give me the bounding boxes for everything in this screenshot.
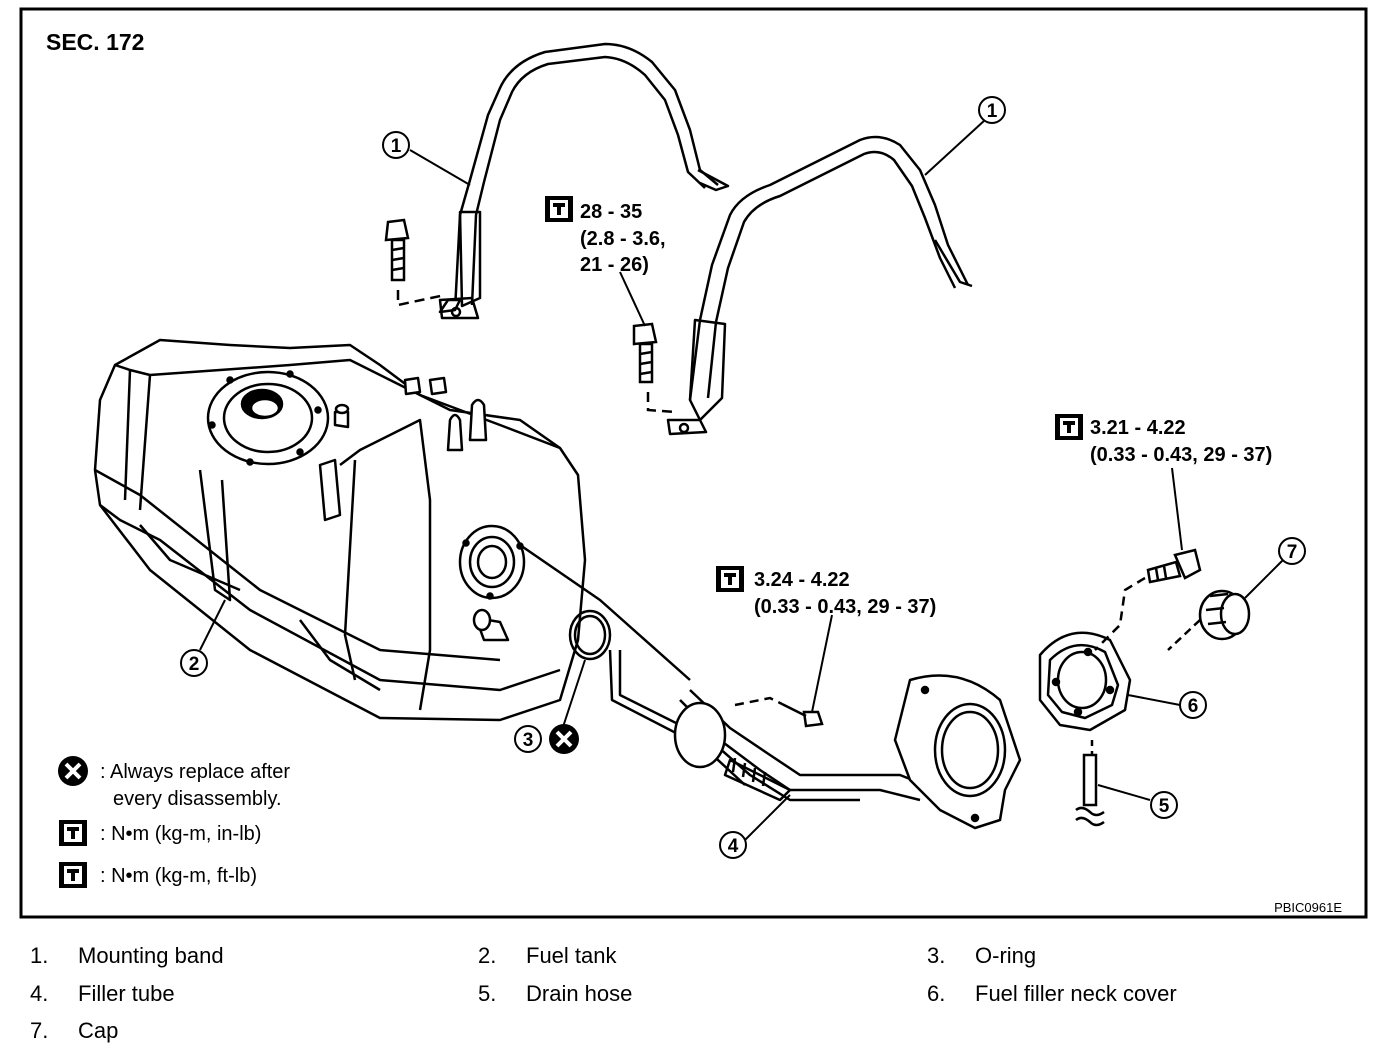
ft-lb-torque-icon — [59, 862, 87, 888]
section-label: SEC. 172 — [46, 29, 144, 55]
legend-num: 1. — [30, 943, 49, 968]
svg-text:3: 3 — [523, 730, 534, 751]
callout-6: 6 — [1179, 691, 1207, 719]
leader-o-ring — [561, 659, 586, 731]
diagram-frame — [19, 7, 1368, 919]
figure-code: PBIC0961E — [1274, 900, 1342, 915]
fuel-tank — [93, 338, 587, 722]
legend-item: 1. Mounting band — [30, 943, 224, 969]
callout-5: 5 — [1150, 791, 1178, 819]
band-bolt-left — [384, 218, 446, 307]
legend-label: O-ring — [975, 943, 1037, 968]
legend-label: Fuel filler neck cover — [975, 981, 1177, 1006]
svg-text:1: 1 — [391, 136, 402, 157]
svg-text:3.24 - 4.22: 3.24 - 4.22 — [754, 569, 850, 591]
in-lb-torque-icon — [716, 566, 744, 592]
torque-spec-neck-cover-bolt: 3.21 - 4.22 (0.33 - 0.43, 29 - 37) — [1055, 414, 1272, 466]
legend-num: 3. — [927, 943, 946, 968]
svg-text:: N•m (kg-m, in-lb): : N•m (kg-m, in-lb) — [100, 823, 261, 845]
cap — [1167, 589, 1251, 651]
torque-spec-band-bolt: 28 - 35 (2.8 - 3.6, 21 - 26) — [545, 196, 666, 276]
mounting-band-rear — [438, 42, 730, 320]
fuel-filler-neck-cover — [1038, 631, 1132, 732]
svg-text:1: 1 — [987, 101, 998, 122]
legend-num: 7. — [30, 1018, 49, 1043]
ft-lb-torque-icon — [545, 196, 573, 222]
svg-text:(2.8 - 3.6,: (2.8 - 3.6, — [580, 228, 666, 250]
svg-text:6: 6 — [1188, 696, 1199, 717]
legend-label: Fuel tank — [526, 943, 617, 968]
svg-text:21 - 26): 21 - 26) — [580, 254, 649, 276]
legend-label: Mounting band — [78, 943, 224, 968]
legend-num: 5. — [478, 981, 497, 1006]
diagram: SEC. 172 — [19, 7, 1368, 919]
legend-item: 6. Fuel filler neck cover — [927, 981, 1177, 1007]
leader-lines — [199, 119, 1284, 841]
legend-num: 6. — [927, 981, 946, 1006]
neck-cover-bolt — [1094, 548, 1202, 651]
callout-1a: 1 — [382, 131, 410, 159]
filler-tube — [519, 543, 1022, 830]
symbol-key: : Always replace after every disassembly… — [58, 756, 290, 888]
legend-item: 4. Filler tube — [30, 981, 175, 1007]
svg-text:2: 2 — [189, 654, 200, 675]
callout-4: 4 — [719, 831, 747, 859]
legend-item: 2. Fuel tank — [478, 943, 617, 969]
svg-text:4: 4 — [728, 836, 739, 857]
mounting-band-front — [666, 135, 973, 436]
legend-item: 5. Drain hose — [478, 981, 632, 1007]
legend-label: Cap — [78, 1018, 119, 1043]
drain-hose — [1075, 740, 1105, 827]
svg-text:: N•m (kg-m, ft-lb): : N•m (kg-m, ft-lb) — [100, 865, 257, 887]
band-bolt-right — [632, 322, 676, 414]
legend-num: 4. — [30, 981, 49, 1006]
svg-text:(0.33 - 0.43, 29 - 37): (0.33 - 0.43, 29 - 37) — [754, 596, 936, 618]
svg-text:: Always replace after: : Always replace after — [100, 761, 290, 783]
callout-7: 7 — [1278, 537, 1306, 565]
parts-legend: 1. Mounting band 2. Fuel tank 3. O-ring 4. F… — [0, 935, 1392, 1055]
svg-text:7: 7 — [1287, 542, 1298, 563]
torque-spec-filler-tube-bolt: 3.24 - 4.22 (0.33 - 0.43, 29 - 37) — [716, 566, 936, 618]
in-lb-torque-icon — [59, 820, 87, 846]
legend-item: 7. Cap — [30, 1018, 118, 1044]
legend-item: 3. O-ring — [927, 943, 1036, 969]
replace-x-icon — [58, 756, 88, 786]
in-lb-torque-icon — [1055, 414, 1083, 440]
legend-label: Drain hose — [526, 981, 633, 1006]
svg-text:every disassembly.: every disassembly. — [113, 788, 282, 810]
callout-2: 2 — [180, 649, 208, 677]
legend-label: Filler tube — [78, 981, 175, 1006]
replace-x-icon — [549, 724, 579, 754]
svg-text:3.21 - 4.22: 3.21 - 4.22 — [1090, 417, 1186, 439]
filler-tube-bolt — [734, 696, 824, 728]
callout-1b: 1 — [978, 96, 1006, 124]
svg-text:(0.33 - 0.43, 29 - 37): (0.33 - 0.43, 29 - 37) — [1090, 444, 1272, 466]
legend-num: 2. — [478, 943, 497, 968]
callout-3: 3 — [514, 725, 542, 753]
o-ring — [568, 609, 612, 661]
svg-text:5: 5 — [1159, 796, 1170, 817]
svg-text:28 - 35: 28 - 35 — [580, 201, 642, 223]
